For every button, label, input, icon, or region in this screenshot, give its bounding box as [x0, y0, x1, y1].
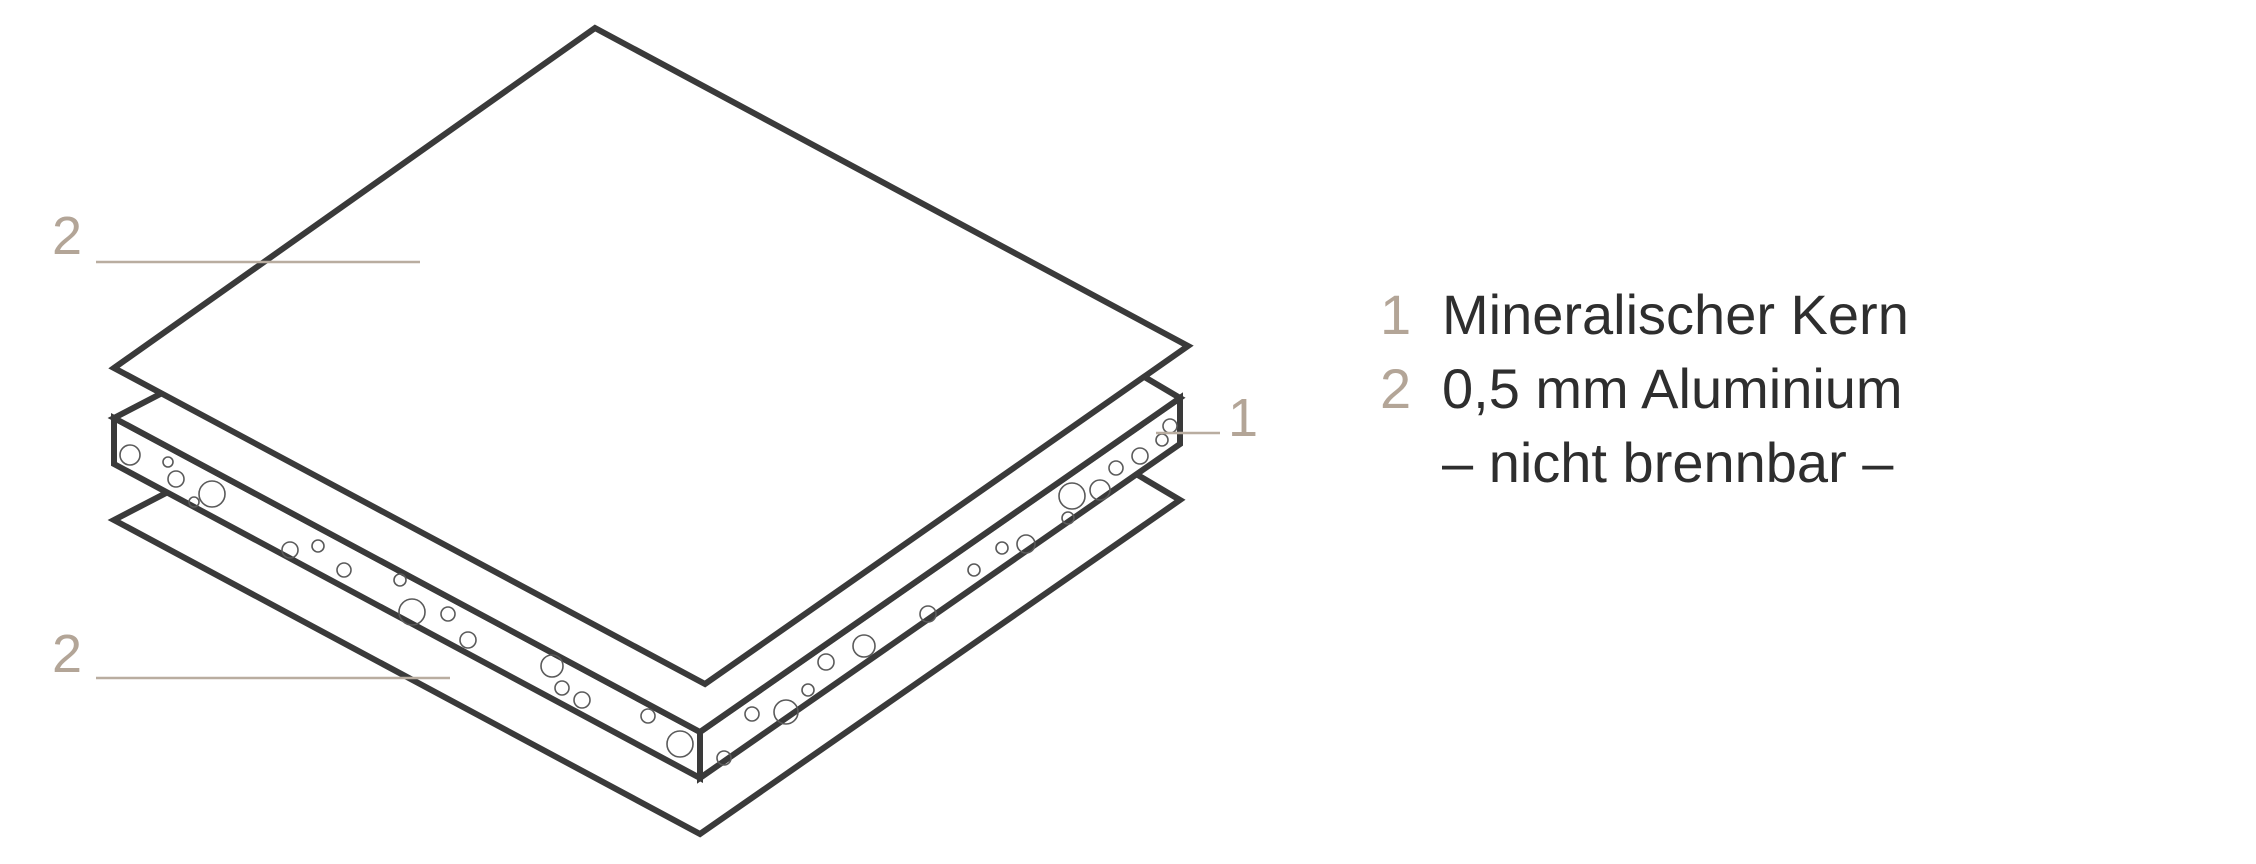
callout-number-bottom: 2 [52, 624, 82, 684]
legend-label: Mineralischer Kern [1442, 283, 1909, 346]
core-bubbles-left [119, 444, 694, 758]
legend-label: 0,5 mm Aluminium [1442, 357, 1903, 420]
legend-number: 2 [1380, 357, 1412, 420]
top-aluminium-sheet [108, 24, 1194, 688]
legend: 1 Mineralischer Kern 2 0,5 mm Aluminium … [1380, 278, 1909, 500]
legend-item-aluminium: 2 0,5 mm Aluminium [1380, 352, 1909, 426]
core-bubbles-right [716, 418, 1178, 766]
callout-number-top: 2 [52, 206, 82, 266]
legend-item-core: 1 Mineralischer Kern [1380, 278, 1909, 352]
legend-note: – nicht brennbar – [1442, 431, 1894, 494]
legend-note-row: – nicht brennbar – [1380, 426, 1909, 500]
callout-number-core: 1 [1228, 388, 1258, 448]
legend-number: 1 [1380, 283, 1412, 346]
